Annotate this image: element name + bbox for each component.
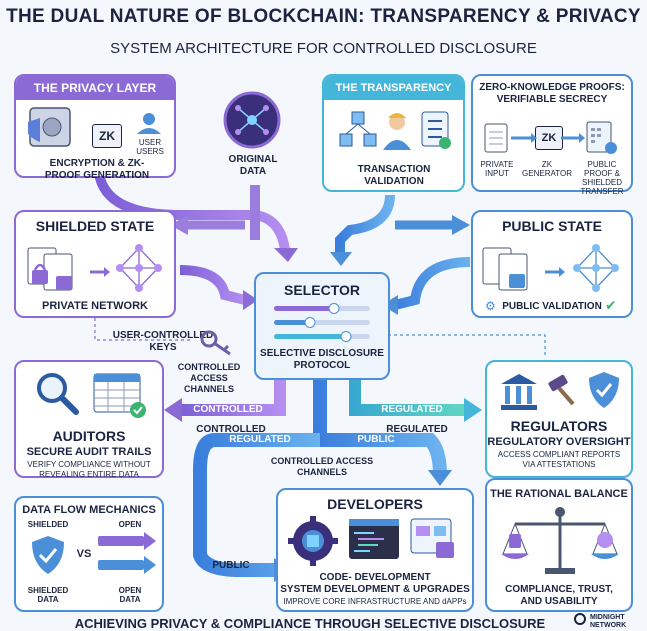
controlled-banner: CONTROLLED [193,404,263,415]
public-state-title: PUBLIC STATE [502,218,602,234]
regulated-banner: REGULATED [381,404,443,415]
private-input-label: PRIVATE INPUT [480,160,514,178]
zk-generator-icon: ZK [535,126,563,150]
public-arrow [545,267,565,277]
developers-title: DEVELOPERS [327,496,423,512]
users-label: USERS [136,147,164,156]
transparency-layer-panel: THE TRANSPARENCY LAYER TRANSACTION VALID… [322,74,465,192]
auditors-title: AUDITORS [52,428,126,444]
zk-badge-icon: ZK [92,124,122,148]
developers-line1: CODE- DEVELOPMENT [319,572,431,583]
gavel-icon [543,374,579,410]
transparency-layer-caption: TRANSACTION VALIDATION [357,164,431,187]
zk-generator-label: ZK GENERATOR [522,160,572,178]
balance-caption: COMPLIANCE, TRUST, AND USABILITY [505,584,613,607]
shielded-state-caption: PRIVATE NETWORK [42,300,148,312]
developers-panel: DEVELOPERS CODE- DEVELOPMENT SYSTEM DEVE… [276,488,474,612]
shield-check-icon [30,534,66,576]
regulators-title: REGULATORS [510,418,608,434]
app-window-icon [410,518,456,560]
private-network-icon [112,242,166,294]
mechanics-shielded-label: SHIELDED [27,520,69,529]
code-editor-icon [348,518,400,560]
rational-balance-panel: THE RATIONAL BALANCE COMPLIANCE, TRUST, … [485,478,633,612]
check-icon: ✔ [605,297,617,313]
privacy-layer-panel: THE PRIVACY LAYER ZK USER USERS ENCRYPTI… [14,74,176,181]
original-data-label: ORIGINAL DATA [228,154,278,177]
zkp-arrows [511,133,585,143]
shielded-state-panel: SHIELDED STATE PRIVATE NETWORK [14,210,176,318]
controlled-label: CONTROLLED [196,424,266,435]
regulated-left-banner: REGULATED [229,434,291,445]
privacy-layer-header: THE PRIVACY LAYER [16,76,174,100]
selector-panel: SELECTOR SELECTIVE DISCLOSURE PROTOCOL [254,272,390,380]
user-label: USER [138,138,162,147]
key-icon [200,330,234,356]
privacy-layer-caption: ENCRYPTION & ZK-PROOF GENERATION [44,158,150,181]
scales-icon [501,504,619,580]
proof-document-icon [585,120,619,156]
page-subtitle: SYSTEM ARCHITECTURE FOR CONTROLLED DISCL… [110,40,537,57]
auditors-panel: AUDITORS SECURE AUDIT TRAILS VERIFY COMP… [14,360,164,479]
public-state-panel: PUBLIC STATE ⚙ PUBLIC VALIDATION ✔ [471,210,633,318]
public-proof-label: PUBLIC PROOF & SHIELDED TRANSFER [580,160,624,196]
auditors-subtitle: SECURE AUDIT TRAILS [26,446,152,458]
public-state-caption: PUBLIC VALIDATION [502,301,602,312]
auditors-caption: VERIFY COMPLIANCE WITHOUT REVEALING ENTI… [27,460,151,479]
page-title: THE DUAL NATURE OF BLOCKCHAIN: TRANSPARE… [6,6,641,27]
vault-icon [24,106,74,150]
footer-logo-text: MIDNIGHT NETWORK [590,614,627,629]
open-data-arrows [98,532,156,574]
developers-line2: SYSTEM DEVELOPMENT & UPGRADES [280,584,470,595]
regulators-panel: REGULATORS REGULATORY OVERSIGHT ACCESS C… [485,360,633,478]
worker-icon [380,108,414,150]
network-node-icon [222,90,282,150]
mechanics-open-label: OPEN [118,520,142,529]
regulators-caption: ACCESS COMPLIANT REPORTS VIA ATTESTATION… [497,450,621,469]
gear-icon: ⚙ [485,299,496,313]
midnight-logo-icon [574,613,586,625]
balance-title: THE RATIONAL BALANCE [490,488,628,500]
document-icon [483,122,509,154]
access-label: CONTROLLED ACCESS CHANNELS [177,362,241,394]
keys-label: USER-CONTROLLED KEYS [112,330,214,353]
spreadsheet-icon [92,372,148,418]
public-network-icon [569,242,623,294]
magnifier-icon [34,370,80,416]
courthouse-icon [499,372,539,412]
public-right-banner: PUBLIC [357,434,395,445]
zkp-title: ZERO-KNOWLEDGE PROOFS: VERIFIABLE SECREC… [479,82,625,105]
public-bottom-label: PUBLIC [212,560,250,571]
zkp-panel: ZERO-KNOWLEDGE PROOFS: VERIFIABLE SECREC… [471,74,633,196]
regulators-subtitle: REGULATORY OVERSIGHT [487,436,631,448]
selector-sliders [274,303,370,342]
shield-check-icon [587,370,621,410]
regulated-label: REGULATED [386,424,448,435]
vs-label: VS [76,548,92,560]
data-flow-mechanics-panel: DATA FLOW MECHANICS SHIELDED OPEN VS SHI… [14,496,164,612]
chip-gear-icon [288,516,338,566]
public-documents-icon [481,244,541,294]
footer-text: ACHIEVING PRIVACY & COMPLIANCE THROUGH S… [74,616,546,631]
open-data-label: OPEN DATA [118,586,142,604]
selector-title: SELECTOR [284,282,360,298]
footer-logo: MIDNIGHT NETWORK [574,612,644,629]
mechanics-title: DATA FLOW MECHANICS [22,504,156,516]
locked-documents-icon [26,244,86,294]
shielded-arrow [90,267,110,277]
checklist-icon [420,110,452,150]
developers-line3: IMPROVE CORE INFRASTRUCTURE AND dAPPs [283,597,467,606]
controlled-access-label: CONTROLLED ACCESS CHANNELS [270,456,374,477]
selector-caption: SELECTIVE DISCLOSURE PROTOCOL [260,348,384,371]
shielded-state-title: SHIELDED STATE [35,218,155,234]
blocks-icon [338,110,378,150]
user-icon [134,112,164,134]
shielded-data-label: SHIELDED DATA [27,586,69,604]
transparency-layer-header: THE TRANSPARENCY LAYER [324,76,463,118]
